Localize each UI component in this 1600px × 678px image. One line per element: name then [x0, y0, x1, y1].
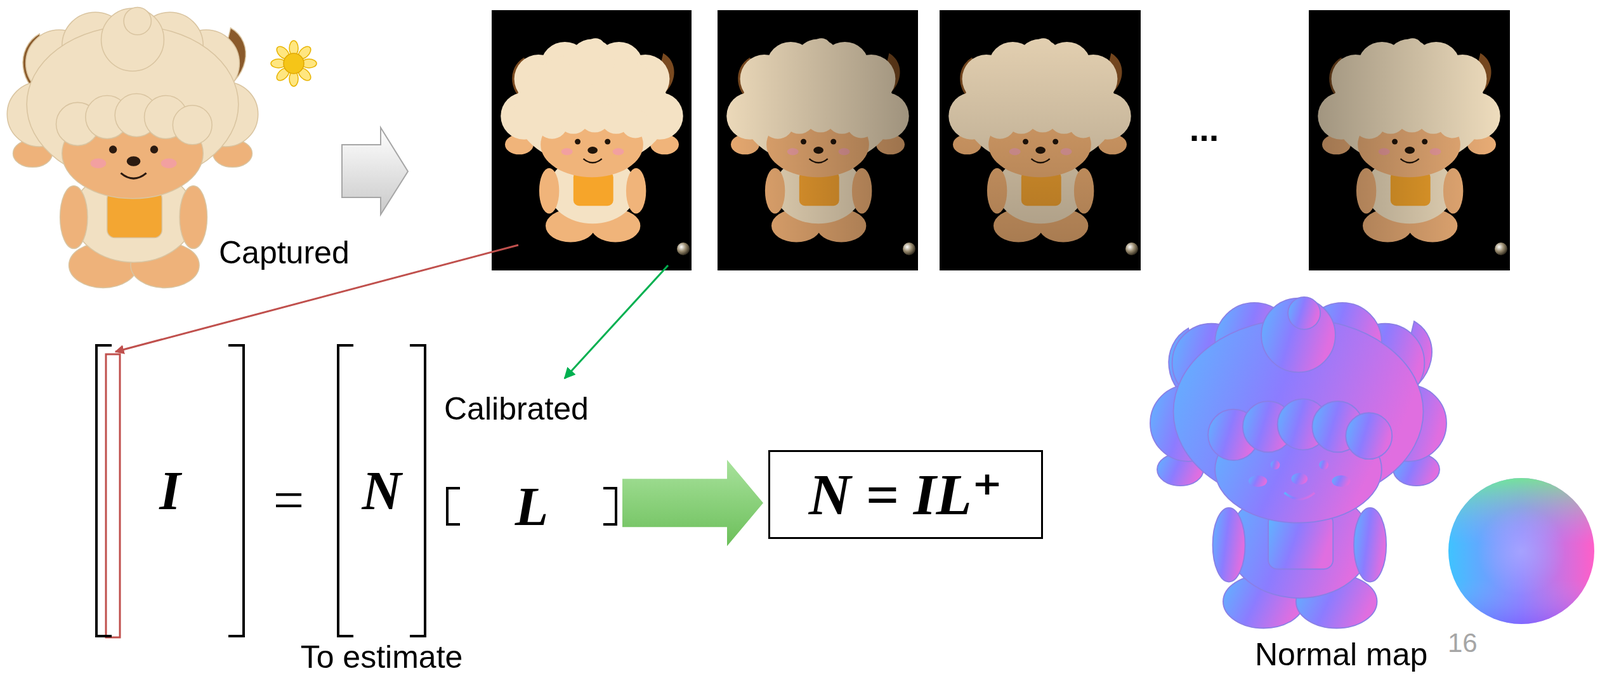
matrix-symbol: I — [159, 463, 181, 518]
photo — [939, 10, 1141, 271]
equation-text: N = IL⁺ — [808, 465, 1003, 524]
photo — [717, 10, 919, 271]
normal-sphere — [1448, 477, 1595, 624]
photo — [902, 242, 916, 256]
photo — [717, 10, 919, 271]
matrix-symbol: N — [361, 463, 401, 518]
photo — [1308, 10, 1510, 271]
photo — [939, 10, 1141, 271]
photo — [1308, 10, 1510, 271]
bracket-outline — [338, 345, 354, 636]
slide-number: 16 — [1447, 628, 1478, 658]
photo — [939, 10, 1141, 271]
flow-arrow — [622, 459, 764, 546]
normal-sphere — [1448, 477, 1595, 624]
matrix-bracket: NTo estimate — [336, 343, 427, 637]
photo — [491, 10, 692, 271]
caption-text: To estimate — [300, 639, 464, 675]
bracket-outline — [409, 345, 426, 636]
bracket-outline — [447, 487, 460, 525]
equation-box: N = IL⁺ — [768, 449, 1043, 539]
light-icon — [283, 53, 304, 74]
normal-sphere — [1448, 477, 1595, 624]
photo — [491, 10, 692, 271]
caption-text: Calibrated — [444, 391, 589, 427]
process-arrow — [341, 127, 408, 215]
light-icon — [270, 40, 317, 87]
photo — [1125, 242, 1139, 256]
ellipsis-mark: ... — [1189, 109, 1220, 149]
normal-sphere — [1448, 477, 1595, 624]
matrix-symbol: L — [515, 478, 549, 534]
bracket-outline — [96, 345, 112, 636]
matrix-bracket: I — [95, 343, 245, 637]
equals-sign: = — [273, 472, 305, 528]
photo — [1308, 10, 1510, 271]
normal-map — [1150, 296, 1447, 629]
matrix-bracket: CalibratedL — [445, 486, 618, 526]
photo — [1494, 242, 1508, 256]
caption-text: Normal map — [1254, 636, 1428, 672]
bracket-outline — [603, 487, 617, 525]
leader-line — [564, 265, 669, 379]
photo — [676, 242, 690, 256]
normal-map — [1150, 296, 1447, 629]
pixel-column — [105, 354, 120, 637]
caption-text: Captured — [218, 235, 350, 271]
photo — [717, 10, 919, 271]
photo — [500, 38, 684, 242]
bracket-outline — [228, 345, 244, 636]
